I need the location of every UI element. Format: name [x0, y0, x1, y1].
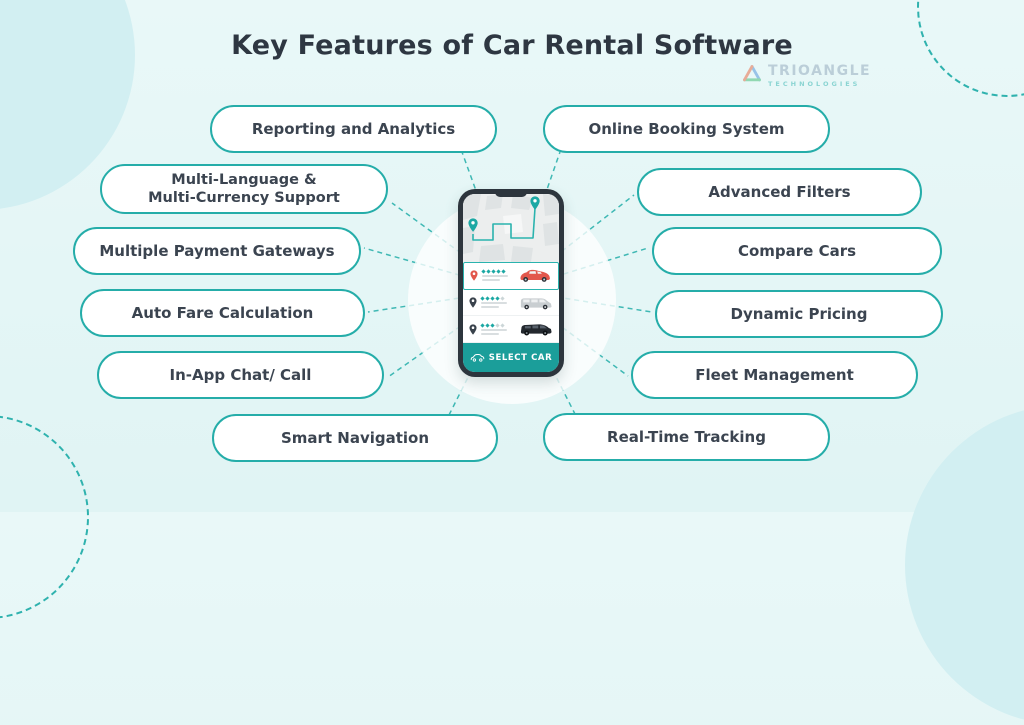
- feature-pill-compare-cars: Compare Cars: [652, 227, 942, 275]
- feature-pill-multiple-payment-gateways: Multiple Payment Gateways: [73, 227, 361, 275]
- select-car-label: SELECT CAR: [488, 352, 553, 363]
- phone-mockup: SELECT CAR: [458, 189, 564, 377]
- brand-name: TRIOANGLE: [768, 63, 872, 80]
- map-view: [463, 194, 559, 262]
- rating-stars: [481, 269, 513, 274]
- feature-pill-multi-language-currency: Multi-Language & Multi-Currency Support: [100, 164, 388, 214]
- feature-pill-smart-navigation: Smart Navigation: [212, 414, 498, 462]
- feature-pill-auto-fare-calculation: Auto Fare Calculation: [80, 289, 365, 337]
- car-outline-icon: [470, 354, 485, 362]
- rating-stars: [480, 323, 514, 328]
- location-pin-icon: [470, 270, 478, 282]
- select-car-button: SELECT CAR: [463, 343, 559, 372]
- phone-notch: [495, 189, 527, 197]
- feature-pill-advanced-filters: Advanced Filters: [637, 168, 922, 216]
- red-hatchback-image: [520, 269, 550, 282]
- feature-pill-dynamic-pricing: Dynamic Pricing: [655, 290, 943, 338]
- feature-pill-fleet-management: Fleet Management: [631, 351, 918, 399]
- rating-stars: [480, 296, 514, 301]
- page-title: Key Features of Car Rental Software: [231, 30, 793, 61]
- brand-logo: TRIOANGLE TECHNOLOGIES: [742, 64, 871, 88]
- black-suv-image: [520, 324, 552, 336]
- car-list: [463, 262, 559, 344]
- feature-pill-real-time-tracking: Real-Time Tracking: [543, 413, 830, 461]
- triangle-logo-icon: [742, 64, 762, 88]
- map-pin-icon: [468, 196, 540, 232]
- car-card-gray-minivan: [463, 289, 559, 317]
- location-pin-icon: [469, 297, 477, 308]
- phone-screen: SELECT CAR: [463, 194, 559, 372]
- feature-pill-online-booking-system: Online Booking System: [543, 105, 830, 153]
- car-card-black-suv: [463, 316, 559, 344]
- location-pin-icon: [469, 323, 477, 335]
- gray-minivan-image: [520, 297, 552, 309]
- feature-pill-in-app-chat-call: In-App Chat/ Call: [97, 351, 384, 399]
- brand-tagline: TECHNOLOGIES: [768, 80, 861, 89]
- feature-pill-reporting-analytics: Reporting and Analytics: [210, 105, 497, 153]
- car-card-red-hatchback: [463, 262, 559, 290]
